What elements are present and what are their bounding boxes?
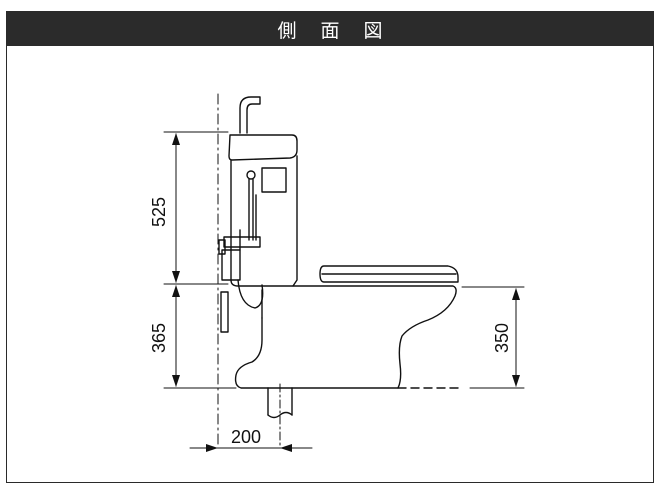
toilet-seat-lid: [319, 265, 459, 283]
dim-label-525: 525: [149, 197, 169, 227]
overflow-box: [261, 167, 287, 193]
tank-body: [230, 155, 298, 287]
faucet-spout: [239, 96, 261, 134]
dim-365-arrows: [172, 285, 180, 387]
tank-lid: [228, 134, 298, 161]
supply-valve: [223, 236, 261, 248]
dim-label-200: 200: [231, 427, 261, 447]
dim-350-arrows: [512, 288, 520, 387]
dim-label-350: 350: [492, 323, 512, 353]
toilet-bowl: [234, 285, 457, 389]
float-ball: [246, 170, 256, 180]
drain-pipe-break: [267, 411, 293, 419]
title-bar: 側 面 図: [7, 12, 653, 46]
dim-label-365: 365: [149, 323, 169, 353]
mounting-bracket: [220, 291, 229, 333]
supply-hose: [237, 279, 264, 309]
page-title: 側 面 図: [277, 19, 392, 42]
drawing-frame: 側 面 図: [6, 11, 654, 483]
stop-valve: [221, 249, 241, 281]
